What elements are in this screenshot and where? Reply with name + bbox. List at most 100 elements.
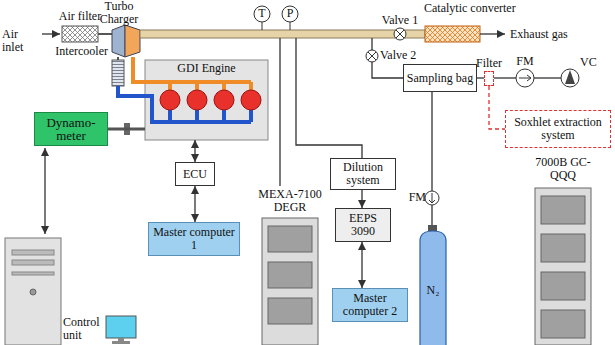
cylinder <box>214 90 234 110</box>
pump-mark <box>565 70 575 84</box>
probe-line <box>296 38 362 158</box>
part-label: Air filter <box>55 10 105 23</box>
gc-rack <box>535 188 591 345</box>
rack-panel <box>541 310 585 338</box>
nitrogen-line <box>431 205 432 226</box>
compressor <box>112 25 125 57</box>
part-label: Catalytic converter <box>424 2 534 15</box>
rack-panel <box>541 234 585 262</box>
nitrogen-line <box>431 92 432 191</box>
cylinder <box>187 90 207 110</box>
flow-meter <box>425 191 439 205</box>
filter-box: Filter <box>484 71 494 86</box>
gauge-stem <box>290 22 291 30</box>
computer-box: Master computer 1 <box>148 222 240 256</box>
engine-block <box>145 60 268 140</box>
connector <box>361 242 362 288</box>
rack-panel <box>541 196 585 224</box>
cylinder <box>160 90 180 110</box>
dynamometer-box: Dynamo- meter <box>34 112 108 146</box>
part-label: T <box>254 7 270 20</box>
computer-box: Master computer 2 <box>332 288 408 322</box>
ecu-box: ECU <box>175 162 215 186</box>
part-label: Valve 2 <box>380 49 424 62</box>
part-label: 7000B GC-QQQ <box>531 156 595 182</box>
connector <box>489 86 505 129</box>
sampling-bag: Sampling bag <box>403 64 477 92</box>
valve-cross <box>368 52 376 60</box>
node-text: Sampling bag <box>407 72 473 85</box>
part-label: Air inlet <box>2 28 42 54</box>
flow-meter-mark <box>519 75 531 81</box>
signal-arrow <box>44 148 45 234</box>
vacuum-pump <box>561 69 579 87</box>
exhaust-manifold <box>133 57 251 90</box>
valve-symbol <box>394 28 406 40</box>
turbine <box>125 25 140 57</box>
drive-slot <box>12 250 54 255</box>
flow-meter-mark <box>429 193 435 203</box>
rack-panel <box>268 226 312 252</box>
exhaust-arrow <box>480 33 505 34</box>
gauge-stem <box>262 22 263 30</box>
air-filter <box>62 26 98 42</box>
valve-symbol <box>366 50 378 62</box>
temperature-gauge <box>254 6 270 22</box>
intercooler <box>112 60 124 86</box>
part-label: FM <box>404 191 426 204</box>
monitor <box>106 316 136 338</box>
node-text: Dilution system <box>333 161 393 187</box>
connector <box>194 186 195 222</box>
valve-cross <box>396 30 404 38</box>
node-text: EEPS 3090 <box>338 212 388 238</box>
suction-line <box>494 77 516 78</box>
eeps-box: EEPS 3090 <box>335 208 391 242</box>
catalytic-converter <box>425 26 480 42</box>
flow-meter <box>516 69 534 87</box>
part-label: Turbo Charger <box>96 0 142 26</box>
part-label: P <box>282 7 298 20</box>
node-text: Soxhlet extraction system <box>508 116 608 142</box>
node-text: Filter <box>476 57 502 70</box>
connector <box>108 128 145 131</box>
engine-box: GDI Engine <box>145 60 268 140</box>
pressure-gauge <box>282 6 298 22</box>
part-label: Control unit <box>63 316 105 342</box>
extraction-box: Soxhlet extraction system <box>505 110 611 148</box>
part-label: VC <box>580 56 604 69</box>
part-label: Valve 1 <box>378 14 422 27</box>
part-label: Exhaust gas <box>510 28 590 41</box>
part-label: N₂ <box>421 284 445 297</box>
drive-slot <box>12 272 54 275</box>
rack-panel <box>268 298 312 324</box>
node-text: Master computer 1 <box>151 226 237 252</box>
analyser-rack <box>262 218 318 345</box>
intake-manifold <box>118 86 251 122</box>
exhaust-pipe <box>140 30 425 38</box>
drive-slot <box>12 260 54 265</box>
gas-cylinder <box>420 231 446 345</box>
part-label: Intercooler <box>44 45 108 58</box>
part-label: MEXA-7100 DEGR <box>252 188 328 214</box>
cylinder-valve <box>428 225 437 231</box>
intake-pipe <box>98 33 112 35</box>
suction-line <box>534 77 561 78</box>
probe-line <box>279 38 280 186</box>
connector <box>361 190 362 208</box>
power-button <box>30 289 36 295</box>
rack-panel <box>541 272 585 300</box>
computer-tower <box>5 238 61 345</box>
monitor-base <box>112 341 130 344</box>
dilution-box: Dilution system <box>330 158 396 190</box>
node-text: GDI Engine <box>177 62 235 75</box>
inlet-arrow <box>42 33 60 34</box>
connector <box>477 77 484 78</box>
part-label: FM <box>513 55 537 68</box>
node-text: ECU <box>183 168 207 181</box>
cylinder <box>241 90 261 110</box>
connector <box>194 140 195 162</box>
node-text: Master computer 2 <box>335 292 405 318</box>
node-text: Dynamo- meter <box>37 116 105 142</box>
rack-panel <box>268 262 312 288</box>
